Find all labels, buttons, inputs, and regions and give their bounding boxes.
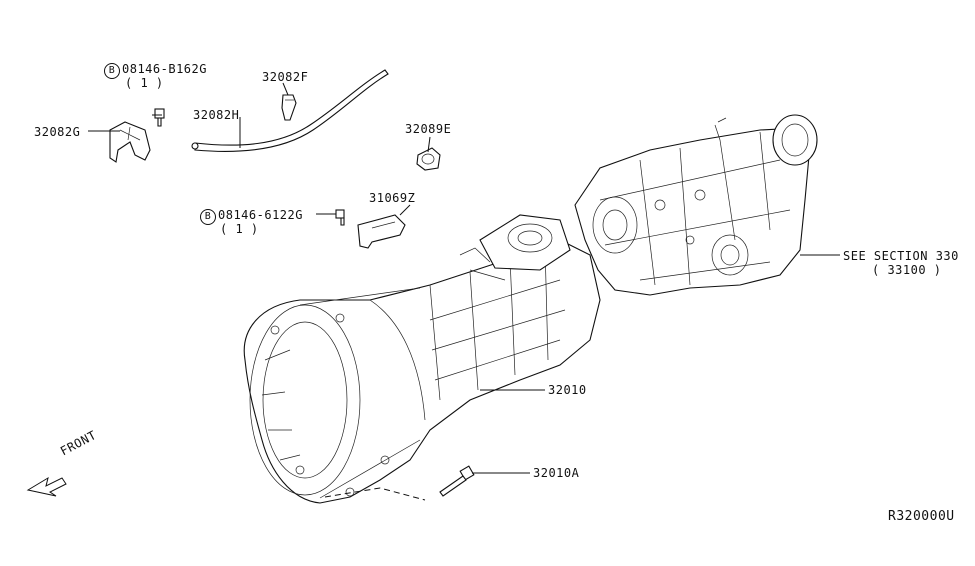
label-bolt-08146-b162g-qty: ( 1 ): [125, 76, 164, 90]
bolt-32010a: [439, 465, 475, 497]
bracket-31069z: [357, 214, 406, 249]
clip-32082f: [281, 94, 297, 121]
breather-tube-32082h: [191, 69, 389, 152]
reference-code: R320000U: [888, 509, 955, 524]
leader-lines: [88, 82, 840, 474]
bolt-08146-b162g: [154, 108, 165, 127]
label-32082g: 32082G: [34, 125, 81, 139]
label-32089e: 32089E: [405, 122, 452, 136]
grommet-32089e: [416, 147, 441, 171]
label-31069z: 31069Z: [369, 191, 416, 205]
label-32010a: 32010A: [533, 466, 580, 480]
bracket-32082g: [109, 121, 151, 163]
see-section-sub-label: ( 33100 ): [872, 263, 942, 277]
transfer-case: [574, 114, 818, 296]
transmission-assembly: [243, 214, 601, 504]
label-32082h: 32082H: [193, 108, 240, 122]
label-32010: 32010: [548, 383, 587, 397]
label-bolt-08146-6122g-qty: ( 1 ): [220, 222, 259, 236]
bolt-08146-6122g: [335, 209, 345, 226]
front-arrow-icon: [26, 476, 67, 497]
see-section-label: SEE SECTION 330: [843, 249, 959, 263]
label-32082f: 32082F: [262, 70, 309, 84]
